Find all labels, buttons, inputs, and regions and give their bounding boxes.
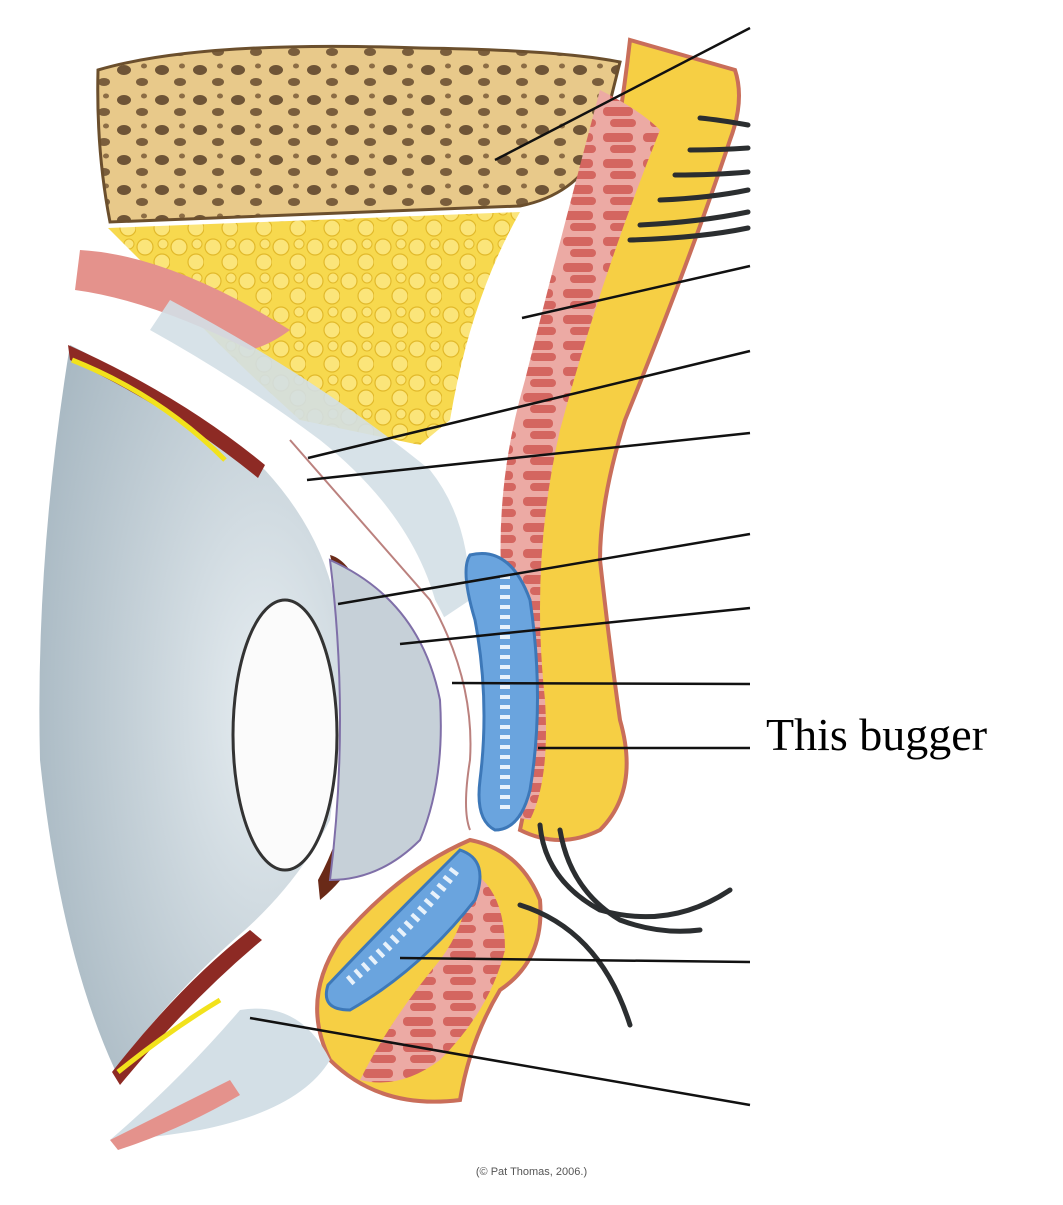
leader-line-1 <box>494 26 751 162</box>
levator-muscle <box>75 250 290 350</box>
conjunctiva-outline <box>289 439 472 831</box>
frontal-bone <box>96 44 622 224</box>
inferior-muscle <box>110 1080 240 1150</box>
leader-line-9 <box>399 956 751 964</box>
upper-tarsal-plate <box>464 552 539 832</box>
leader-line-10 <box>249 1016 751 1107</box>
eyeball <box>39 345 339 1070</box>
sclera-highlight-upper <box>71 357 227 462</box>
sclera-highlight-lower <box>116 997 222 1074</box>
orbicularis-muscle-lower <box>360 870 505 1083</box>
lower-meibomian-glands <box>341 866 459 989</box>
lower-fascia <box>110 1008 330 1140</box>
lower-eyelash <box>517 902 633 1028</box>
leader-line-7 <box>451 681 751 686</box>
lens <box>231 598 339 872</box>
orbicularis-muscle-upper <box>500 90 660 820</box>
leader-line-3 <box>307 349 751 460</box>
lower-tarsal-plate <box>324 848 482 1012</box>
leader-lines <box>249 26 751 1107</box>
image-credit: (© Pat Thomas, 2006.) <box>475 1166 588 1178</box>
leader-line-2 <box>521 264 751 320</box>
brow-hair-group <box>627 115 751 243</box>
callout-label: This bugger <box>766 709 988 760</box>
orbital-fat <box>108 212 520 445</box>
cornea <box>328 558 442 882</box>
upper-eyelash-group <box>537 822 733 934</box>
leader-line-6 <box>399 606 751 646</box>
leader-line-5 <box>337 532 751 606</box>
leader-line-4 <box>306 431 751 482</box>
